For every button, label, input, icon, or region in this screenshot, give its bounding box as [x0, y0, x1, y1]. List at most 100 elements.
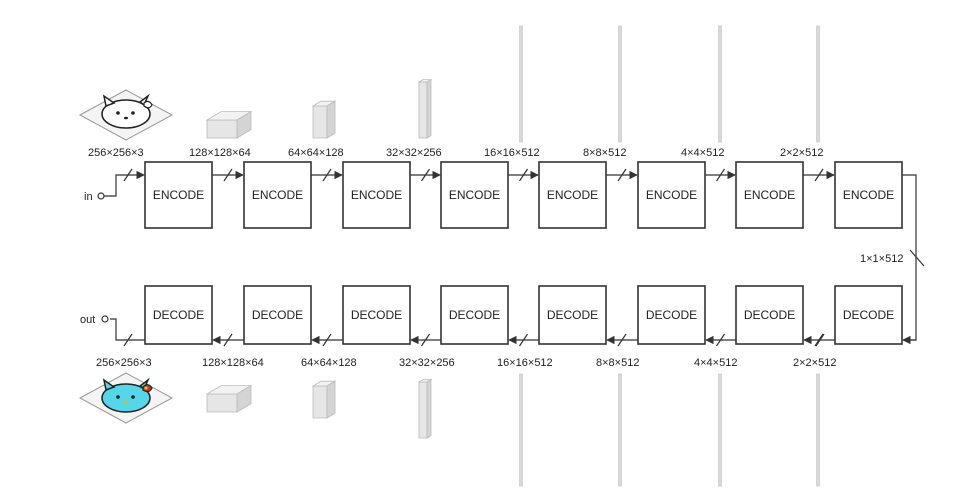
channel-slash-icon [909, 249, 925, 267]
encoder-arrow [311, 168, 343, 182]
decode-output-dim-label: 2×2×512 [793, 357, 836, 369]
encode-label: ENCODE [646, 188, 697, 202]
encoder-row: ENCODE256×256×3ENCODE128×128×64ENCODE64×… [88, 147, 903, 229]
decode-label: DECODE [153, 308, 204, 322]
feature-volume-icon [816, 373, 820, 487]
channel-slash-icon [223, 333, 233, 347]
feature-volume-icon [618, 373, 622, 487]
encode-input-dim-label: 64×64×128 [288, 147, 344, 159]
decode-label: DECODE [646, 308, 697, 322]
encoder-arrow [508, 168, 539, 182]
feature-volume-icon [816, 25, 820, 143]
encode-box [243, 161, 312, 229]
channel-slash-icon [322, 333, 332, 347]
encode-input-dim-label: 4×4×512 [681, 147, 724, 159]
channel-slash-icon [815, 333, 825, 347]
decode-output-dim-label: 8×8×512 [596, 357, 639, 369]
decode-box [440, 285, 509, 345]
decode-label: DECODE [547, 308, 598, 322]
encoder-arrow [705, 168, 736, 182]
output-label: out [80, 314, 95, 326]
decode-box [144, 285, 213, 345]
encode-box [144, 161, 213, 229]
encode-label: ENCODE [843, 188, 894, 202]
encode-block: ENCODE 16×16×512 [484, 147, 607, 229]
encode-input-dim-label: 8×8×512 [583, 147, 626, 159]
feature-volume-icon [618, 25, 622, 143]
decode-block: DECODE 128×128×64 [202, 285, 312, 369]
feature-volume-icon [205, 384, 253, 413]
decode-label: DECODE [449, 308, 500, 322]
decode-box [243, 285, 312, 345]
input-image-sketch [78, 89, 174, 141]
feature-volume-icon [417, 378, 433, 439]
output-arrow [110, 318, 145, 347]
decode-label: DECODE [252, 308, 303, 322]
connectors [104, 168, 925, 347]
decode-label: DECODE [843, 308, 894, 322]
feature-volume-icon [311, 380, 337, 419]
encode-block: ENCODE 64×64×128 [288, 147, 411, 229]
encoder-arrow [410, 168, 441, 182]
encode-label: ENCODE [744, 188, 795, 202]
encode-input-dim-label: 16×16×512 [484, 147, 540, 159]
feature-volume-icon [718, 25, 722, 143]
channel-slash-icon [123, 333, 133, 347]
decode-output-dim-label: 128×128×64 [202, 357, 264, 369]
decode-block: DECODE 256×256×3 [96, 285, 213, 369]
channel-slash-icon [223, 168, 233, 182]
decode-block: DECODE 2×2×512 [793, 285, 903, 369]
decoder-row: DECODE 256×256×3 DECODE 128×128×64 DECODE64×… [96, 285, 903, 369]
decode-output-dim-label: 16×16×512 [497, 357, 553, 369]
decode-label: DECODE [351, 308, 402, 322]
channel-slash-icon [814, 168, 824, 182]
decode-block: DECODE 4×4×512 [694, 285, 804, 369]
encode-block: ENCODE 256×256×3 [88, 147, 213, 229]
channel-slash-icon [617, 168, 627, 182]
channel-slash-icon [519, 333, 528, 347]
channel-slash-icon [421, 333, 430, 347]
bottleneck-label: 1×1×512 [860, 253, 903, 265]
decode-box [834, 285, 903, 345]
input-label: in [84, 191, 93, 203]
encode-label: ENCODE [547, 188, 598, 202]
encode-box [440, 161, 509, 229]
channel-slash-icon [716, 168, 725, 182]
decode-box [538, 285, 607, 345]
encode-input-dim-label: 32×32×256 [386, 147, 442, 159]
encode-label: ENCODE [153, 188, 204, 202]
output-port-icon [101, 315, 109, 323]
channel-slash-icon [617, 333, 627, 347]
feature-volume-icon [519, 25, 523, 143]
channel-slash-icon [123, 168, 133, 182]
encode-label: ENCODE [252, 188, 303, 202]
input-port-icon [97, 192, 105, 200]
encode-input-dim-label: 256×256×3 [88, 147, 144, 159]
encode-label: ENCODE [351, 188, 402, 202]
channel-slash-icon [814, 333, 824, 347]
feature-volumes [205, 25, 820, 487]
decode-box [637, 285, 706, 345]
encode-box [735, 161, 804, 229]
feature-volume-icon [417, 78, 433, 139]
decode-output-dim-label: 256×256×3 [96, 357, 152, 369]
channel-slash-icon [716, 333, 725, 347]
encode-box [834, 161, 903, 229]
decode-label: DECODE [744, 308, 795, 322]
decode-output-dim-label: 32×32×256 [399, 357, 455, 369]
decode-block: DECODE 16×16×512 [497, 285, 607, 369]
feature-volume-icon [205, 110, 253, 139]
feature-volume-icon [519, 373, 523, 487]
channel-slash-icon [519, 168, 528, 182]
channel-slash-icon [322, 168, 332, 182]
encode-box [538, 161, 607, 229]
decode-output-dim-label: 4×4×512 [694, 357, 737, 369]
encoder-arrow [606, 168, 638, 182]
encode-block: ENCODE 8×8×512 [583, 147, 706, 229]
channel-slash-icon [421, 168, 430, 182]
